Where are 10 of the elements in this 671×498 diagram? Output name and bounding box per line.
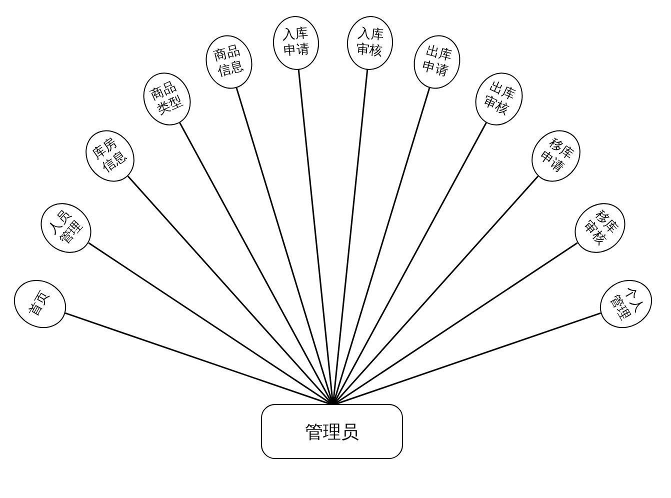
connector-line: [332, 242, 578, 406]
connector-line: [127, 176, 334, 406]
connector-line: [332, 312, 602, 406]
function-ellipse: 入库申请: [270, 14, 322, 72]
role-box: 管理员: [261, 404, 403, 459]
connector-line: [332, 122, 487, 406]
function-ellipse: 入库审核: [344, 14, 396, 72]
connector-line: [88, 242, 334, 406]
connector-line: [179, 122, 334, 406]
connector-line: [332, 176, 539, 406]
